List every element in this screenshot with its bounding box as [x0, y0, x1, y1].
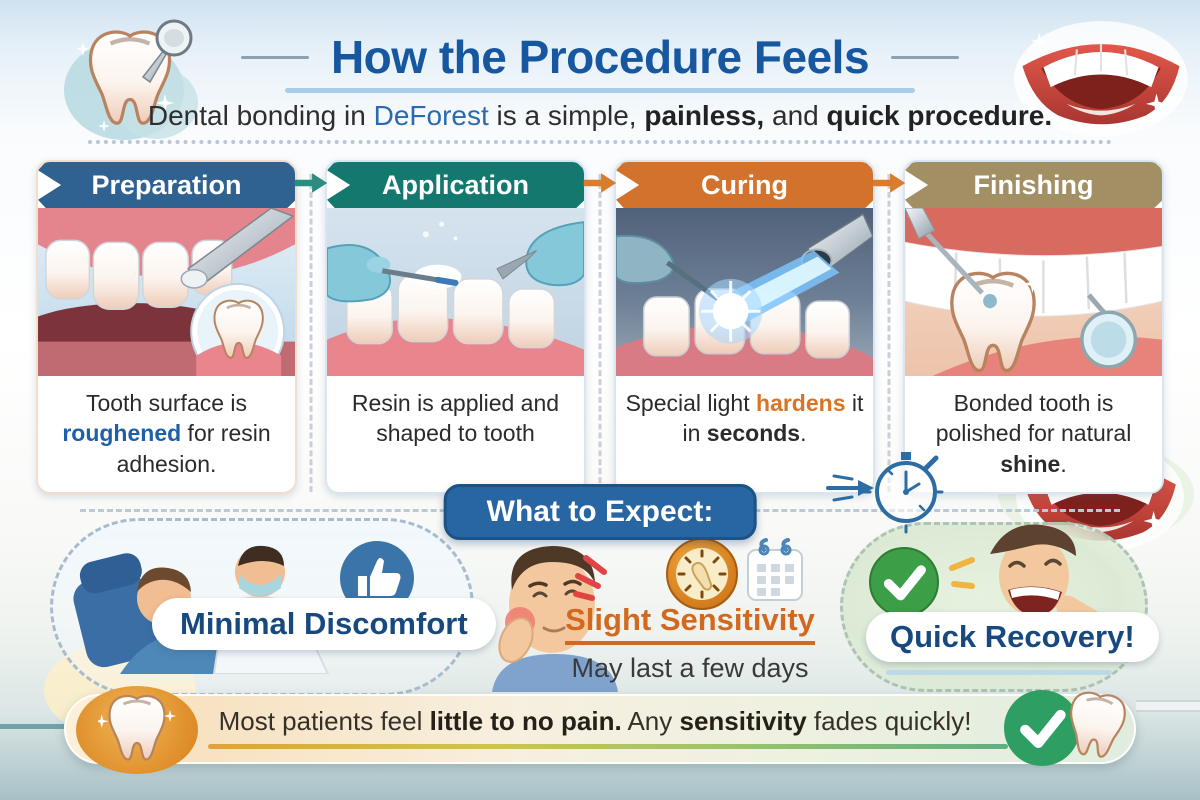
footer-bold: little to no pain. — [429, 706, 622, 736]
subtitle-text: and — [764, 100, 827, 131]
what-to-expect-banner: What to Expect: — [443, 484, 757, 540]
page-title-row: How the Procedure Feels — [0, 30, 1200, 84]
page-title: How the Procedure Feels — [330, 31, 870, 83]
step-desc-preparation: Tooth surface is roughened for resin adh… — [38, 376, 295, 479]
step-desc-finishing: Bonded tooth is polished for natural shi… — [905, 376, 1162, 479]
curing-illustration — [616, 208, 873, 376]
stopwatch-icon — [826, 438, 948, 534]
arrow-icon — [294, 170, 328, 196]
subtitle: Dental bonding in DeForest is a simple, … — [0, 100, 1200, 132]
footer-segment: Most patients feel — [218, 706, 430, 736]
desc-bold: shine — [1000, 450, 1061, 477]
edge-line — [0, 724, 64, 729]
tooth-icon — [98, 692, 176, 766]
slight-sensitivity-label: Slight Sensitivity — [565, 602, 815, 645]
desc-text: Tooth surface is — [85, 390, 248, 416]
edge-line — [1136, 700, 1200, 712]
dashed-separator — [887, 174, 891, 492]
desc-text: . — [800, 420, 807, 447]
step-banner-preparation: Preparation — [38, 162, 295, 208]
desc-text: Bonded tooth is polished for natural — [935, 390, 1132, 447]
arrow-icon — [583, 170, 617, 196]
tooth-mirror-icon — [46, 8, 216, 158]
minimal-discomfort-label: Minimal Discomfort — [152, 598, 496, 650]
steps-row: Preparation — [36, 160, 1164, 496]
tooth-check-icon — [1053, 685, 1139, 769]
step-banner-curing: Curing — [616, 162, 873, 208]
quick-recovery-label: Quick Recovery! — [866, 612, 1159, 662]
application-illustration — [327, 208, 584, 376]
preparation-illustration — [38, 208, 295, 376]
title-dash-right — [891, 55, 960, 59]
slight-sensitivity-block: Slight Sensitivity May last a few days — [520, 602, 860, 684]
footer-segment: Any — [621, 706, 680, 736]
step-card-preparation: Preparation — [36, 160, 297, 494]
step-banner-application: Application — [327, 162, 584, 208]
step-desc-curing: Special light hardens it in seconds. — [616, 376, 873, 449]
footer-bold: sensitivity — [679, 706, 807, 736]
spark-icon — [944, 552, 978, 596]
dotted-divider — [88, 140, 1112, 144]
subtitle-bold: painless, — [644, 100, 765, 131]
subtitle-bold: quick procedure. — [826, 100, 1053, 131]
desc-text: . — [1060, 450, 1067, 477]
subtitle-city: DeForest — [373, 100, 489, 131]
step-desc-application: Resin is applied and shaped to tooth — [327, 376, 584, 449]
cheek-touch-illustration — [466, 528, 644, 692]
desc-highlight: hardens — [756, 390, 846, 416]
desc-bold: seconds — [706, 420, 801, 447]
desc-text: it in — [682, 390, 864, 447]
calendar-icon — [744, 538, 806, 604]
check-circle-icon — [868, 546, 940, 618]
check-circle-icon — [1002, 688, 1082, 768]
desc-highlight: roughened — [62, 420, 182, 447]
step-card-application: Application — [325, 160, 586, 494]
arrow-icon — [872, 170, 906, 196]
desc-text: Special light — [625, 390, 757, 416]
footer-banner — [64, 694, 1136, 764]
footer-text: Most patients feel little to no pain. An… — [200, 706, 990, 737]
finishing-illustration — [905, 208, 1162, 376]
desc-text: Resin is applied and shaped to tooth — [351, 390, 560, 447]
sensitivity-duration-text: May last a few days — [571, 653, 809, 683]
dashed-separator — [598, 174, 602, 492]
desc-text: for resin adhesion. — [116, 420, 271, 477]
quick-recovery-underline — [886, 670, 1112, 675]
step-banner-finishing: Finishing — [905, 162, 1162, 208]
dashed-separator — [309, 174, 313, 492]
title-underline — [285, 88, 915, 93]
footer-underline — [208, 744, 1008, 749]
title-dash-left — [240, 55, 309, 59]
gauge-icon — [664, 536, 740, 612]
step-card-finishing: Finishing — [903, 160, 1164, 494]
subtitle-text: Dental bonding in — [147, 100, 374, 131]
step-card-curing: Curing — [614, 160, 875, 494]
subtitle-text: is a simple, — [488, 100, 645, 131]
footer-segment: fades quickly! — [806, 706, 972, 736]
